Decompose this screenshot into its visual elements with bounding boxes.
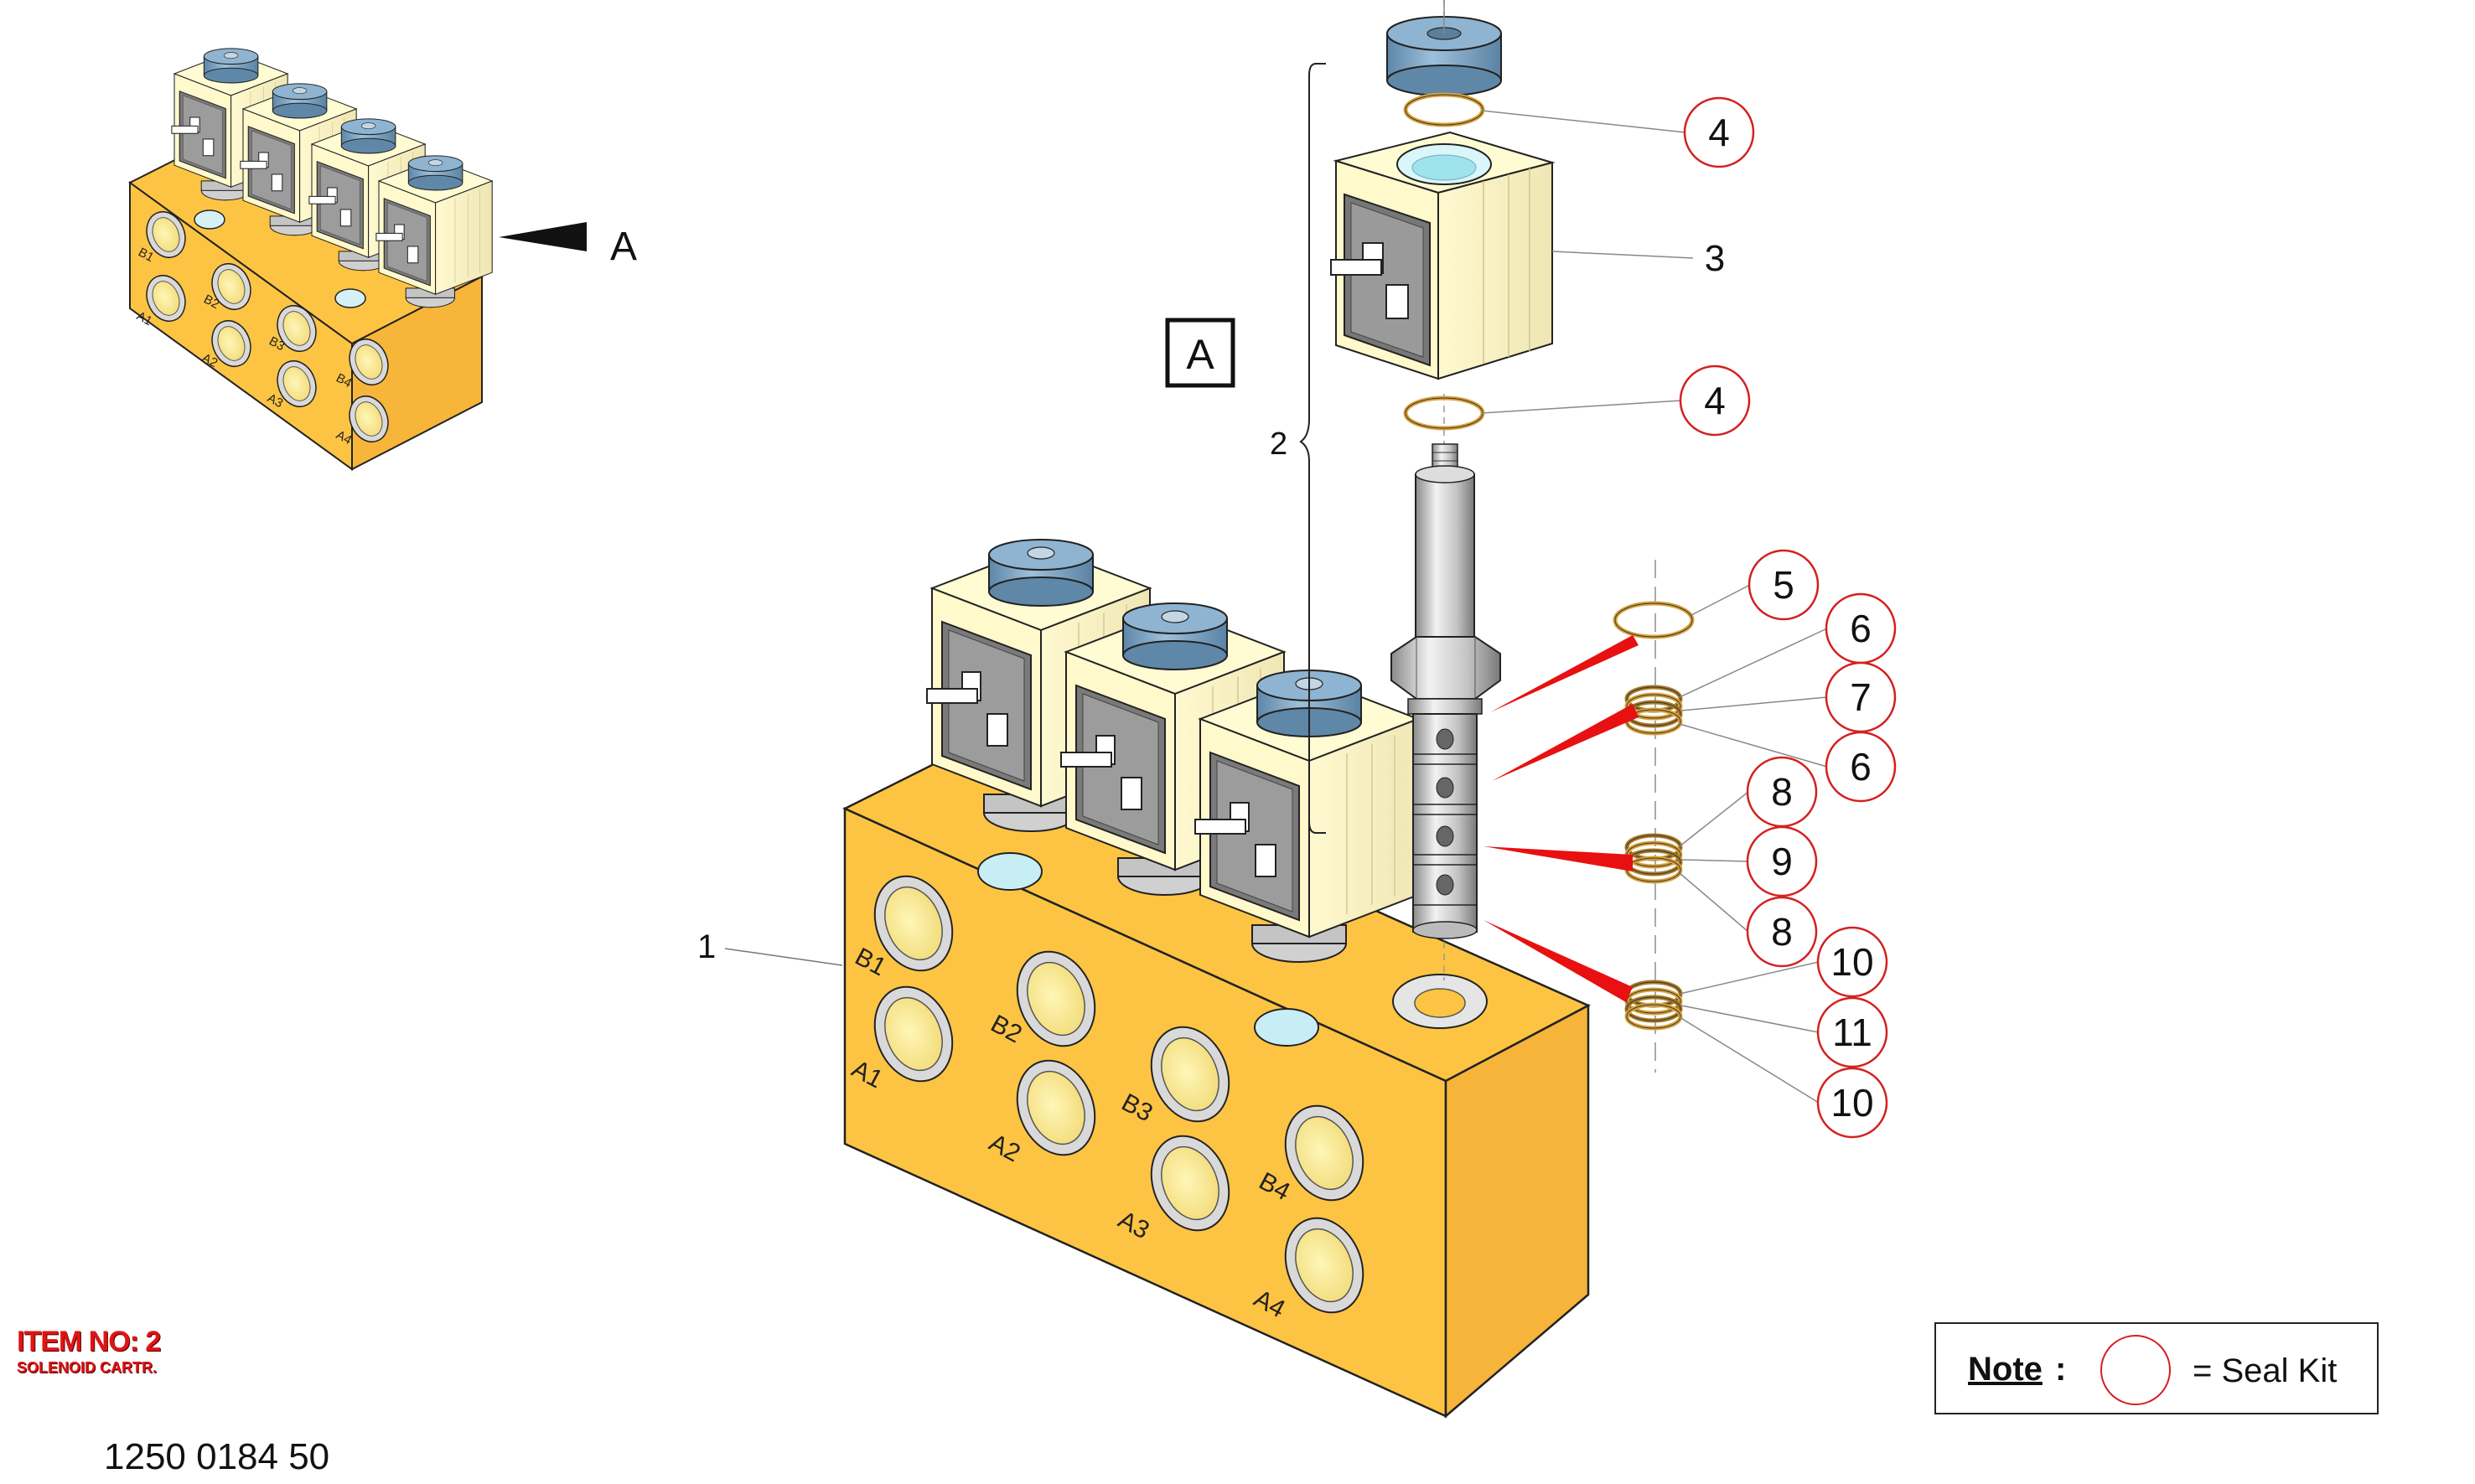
callout-number: 8 — [1771, 910, 1793, 954]
overview-port-label: A2 — [199, 351, 220, 371]
callout-number: 6 — [1850, 745, 1872, 789]
manifold-block-side — [1444, 1003, 1590, 1419]
seal-kit-circle-icon — [1816, 996, 1888, 1068]
overview-port-top — [334, 288, 366, 308]
port-bore — [1161, 1037, 1219, 1112]
view-arrow-icon — [499, 222, 587, 251]
seal-kit-note: Note : = Seal Kit — [1934, 1322, 2379, 1414]
callout-number: 5 — [1773, 563, 1794, 607]
exploded-coil — [1330, 131, 1556, 380]
overview-port-bore — [152, 281, 180, 316]
seal-kit-circle-icon — [1746, 896, 1818, 968]
callout-number: 10 — [1830, 1081, 1873, 1125]
overview-port-label: B4 — [334, 371, 354, 391]
callout-number: 11 — [1832, 1011, 1872, 1054]
manifold-top-port — [1254, 1008, 1319, 1047]
port-bore — [1161, 1145, 1219, 1221]
overview-port-label: A1 — [134, 309, 154, 329]
seal-kit-circle-icon — [1816, 926, 1888, 998]
overview-port-label: A4 — [334, 428, 354, 448]
note-colon: : — [2055, 1351, 2067, 1388]
overview-port-label: B1 — [136, 246, 156, 266]
solenoid-coil — [926, 539, 1152, 832]
callout-6: 6 — [1679, 723, 1897, 803]
seal-kit-circle-icon — [1816, 1067, 1888, 1139]
port-bore — [884, 996, 943, 1072]
cartridge-cavity-bore — [1414, 988, 1466, 1018]
seal-kit-circle-icon — [1679, 365, 1751, 437]
callout-4: 4 — [1481, 96, 1755, 168]
overview-port-bore — [282, 366, 311, 401]
detail-label-box — [1165, 318, 1235, 388]
item-number: ITEM NO: 2 — [17, 1326, 161, 1357]
callout-3: 3 — [1551, 238, 1725, 279]
callout-number: 4 — [1704, 379, 1726, 422]
seal-stack — [1624, 980, 1683, 1031]
seal-kit-circle-icon — [2100, 1335, 2171, 1405]
callout-number: 3 — [1705, 238, 1725, 279]
overview-port-label: B3 — [267, 334, 287, 354]
callout-7: 7 — [1680, 661, 1897, 733]
overview-port-label: A3 — [265, 391, 285, 411]
view-label: A — [610, 225, 637, 269]
callout-6: 6 — [1679, 592, 1897, 698]
port-bore — [1027, 961, 1085, 1037]
manifold-top-port — [977, 852, 1043, 891]
part-number: 1250 0184 50 — [104, 1436, 330, 1477]
exploded-cartridge: 2 A — [1165, 0, 1695, 1073]
port-bore — [1295, 1228, 1354, 1303]
callout-4: 4 — [1481, 365, 1751, 437]
detail-label: A — [1186, 331, 1214, 378]
seal-leader — [1492, 704, 1639, 781]
callout-11: 11 — [1680, 996, 1888, 1068]
seal-leader — [1490, 635, 1639, 712]
solenoid-cartridge — [1390, 443, 1501, 939]
callout-number: 4 — [1708, 111, 1730, 154]
note-label: Note — [1968, 1351, 2043, 1388]
callout-number: 8 — [1771, 770, 1793, 814]
seal-stacks — [1624, 685, 1683, 1031]
solenoid-coil — [375, 155, 494, 308]
callout-8: 8 — [1679, 872, 1818, 968]
overview-port-bore — [217, 269, 246, 304]
note-text: = Seal Kit — [2193, 1352, 2338, 1389]
coil-nut — [1386, 0, 1502, 96]
callout-10: 10 — [1679, 1016, 1888, 1139]
seal-leader — [1483, 846, 1633, 871]
seal-kit-circle-icon — [1683, 96, 1755, 168]
overview-port-bore — [217, 326, 246, 361]
callouts: 4 3 4 5 6 7 6 8 9 8 10 11 10 — [1481, 96, 1897, 1139]
callout-number: 9 — [1771, 840, 1793, 883]
overview-port-bore — [282, 311, 311, 346]
overview-port-bore — [355, 401, 383, 437]
seal-leader — [1483, 920, 1633, 1002]
seal-kit-circle-icon — [1748, 549, 1820, 621]
bracket-label: 2 — [1270, 427, 1287, 462]
callout-9: 9 — [1680, 825, 1818, 897]
overview-port-bore — [152, 217, 180, 252]
seal-kit-circle-icon — [1746, 825, 1818, 897]
callout-number: 6 — [1850, 607, 1872, 650]
item-description: SOLENOID CARTR. — [17, 1359, 158, 1376]
seal-kit-circle-icon — [1825, 731, 1897, 803]
seal-stack — [1624, 833, 1683, 884]
block-callout-label: 1 — [697, 928, 716, 965]
callout-10: 10 — [1679, 926, 1888, 998]
assembly-bracket — [1299, 63, 1326, 834]
port-bore — [1295, 1115, 1354, 1191]
overview-port-label: B2 — [201, 292, 221, 313]
callout-number: 7 — [1850, 675, 1872, 719]
overview-port-bore — [355, 344, 383, 380]
overview-coils — [171, 48, 494, 308]
overview-port-top — [194, 209, 225, 230]
callout-5: 5 — [1691, 549, 1820, 621]
port-bore — [884, 886, 943, 961]
mounted-coils — [926, 539, 1421, 963]
port-bore — [1027, 1070, 1085, 1145]
callout-number: 10 — [1830, 940, 1873, 984]
